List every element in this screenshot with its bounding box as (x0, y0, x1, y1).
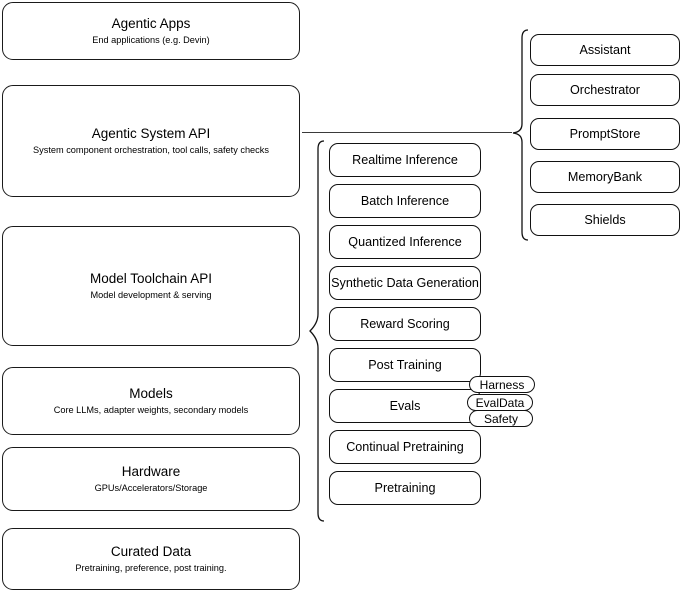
component-continual-pretraining[interactable]: Continual Pretraining (329, 430, 481, 464)
system-component-memorybank[interactable]: MemoryBank (530, 161, 680, 193)
component-synthetic-data-generation[interactable]: Synthetic Data Generation (329, 266, 481, 300)
system-component-assistant[interactable]: Assistant (530, 34, 680, 66)
component-batch-inference[interactable]: Batch Inference (329, 184, 481, 218)
layer-title: Agentic System API (91, 126, 211, 141)
layer-title: Models (129, 386, 173, 401)
brace-system-components (511, 29, 529, 241)
layer-subtitle: Pretraining, preference, post training. (75, 563, 227, 573)
evals-subcomponent-evaldata[interactable]: EvalData (467, 394, 533, 411)
layer-curated-data[interactable]: Curated Data Pretraining, preference, po… (2, 528, 300, 590)
system-component-shields[interactable]: Shields (530, 204, 680, 236)
layer-subtitle: System component orchestration, tool cal… (33, 145, 269, 155)
layer-title: Model Toolchain API (89, 271, 213, 286)
evals-subcomponent-safety[interactable]: Safety (469, 410, 533, 427)
component-pretraining[interactable]: Pretraining (329, 471, 481, 505)
evals-subcomponent-harness[interactable]: Harness (469, 376, 535, 393)
layer-subtitle: Model development & serving (90, 290, 212, 300)
system-component-orchestrator[interactable]: Orchestrator (530, 74, 680, 106)
layer-title: Agentic Apps (111, 16, 191, 31)
layer-agentic-apps[interactable]: Agentic Apps End applications (e.g. Devi… (2, 2, 300, 60)
component-evals[interactable]: Evals (329, 389, 481, 423)
layer-hardware[interactable]: Hardware GPUs/Accelerators/Storage (2, 447, 300, 511)
component-reward-scoring[interactable]: Reward Scoring (329, 307, 481, 341)
layer-title: Hardware (121, 464, 181, 479)
layer-subtitle: End applications (e.g. Devin) (92, 35, 210, 45)
layer-subtitle: GPUs/Accelerators/Storage (94, 483, 208, 493)
component-quantized-inference[interactable]: Quantized Inference (329, 225, 481, 259)
brace-toolchain (308, 140, 326, 522)
component-post-training[interactable]: Post Training (329, 348, 481, 382)
layer-title: Curated Data (110, 544, 192, 559)
connector-line-system-api (302, 132, 512, 134)
layer-subtitle: Core LLMs, adapter weights, secondary mo… (53, 405, 249, 415)
component-realtime-inference[interactable]: Realtime Inference (329, 143, 481, 177)
layer-models[interactable]: Models Core LLMs, adapter weights, secon… (2, 367, 300, 435)
system-component-promptstore[interactable]: PromptStore (530, 118, 680, 150)
layer-agentic-system-api[interactable]: Agentic System API System component orch… (2, 85, 300, 197)
layer-model-toolchain-api[interactable]: Model Toolchain API Model development & … (2, 226, 300, 346)
